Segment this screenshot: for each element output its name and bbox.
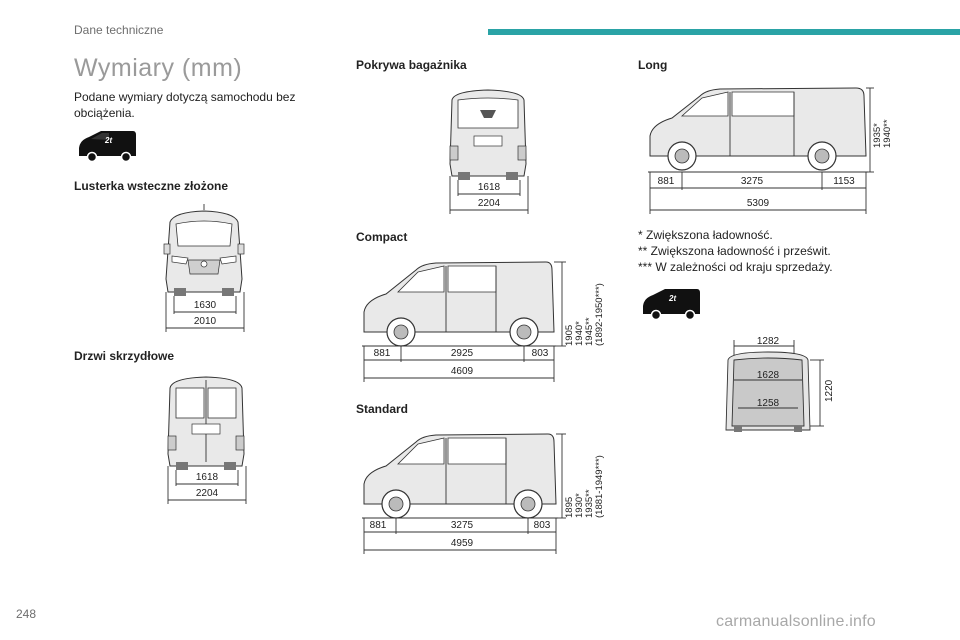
mirrors-width-upper: 1630 xyxy=(194,300,217,311)
compact-total-length: 4609 xyxy=(451,366,474,377)
page-title: Wymiary (mm) xyxy=(74,54,243,82)
long-front-overhang: 881 xyxy=(658,176,675,187)
cargo-middle-width: 1628 xyxy=(757,370,780,381)
compact-height-2: 1940* xyxy=(574,321,585,346)
rear-tailgate-diagram: 1618 2204 xyxy=(449,89,529,214)
compact-height-4: (1892-1950***) xyxy=(594,283,605,346)
footnote-3: *** W zależności od kraju sprzedaży. xyxy=(638,260,833,274)
rear-doors-diagram: 1618 2204 xyxy=(167,376,247,504)
front-view-diagram: 1630 2010 xyxy=(163,204,245,332)
cargo-opening-diagram: 1282 1628 1258 1220 xyxy=(725,336,835,432)
caption-mirrors: Lusterka wsteczne złożone xyxy=(74,179,229,193)
long-wheelbase: 3275 xyxy=(741,176,764,187)
doors-width-upper: 1618 xyxy=(196,472,219,483)
badge-label: 2t xyxy=(668,294,676,303)
badge-label: 2t xyxy=(104,136,112,145)
standard-total-length: 4959 xyxy=(451,538,474,549)
standard-height-2: 1930* xyxy=(574,493,585,518)
footnotes: * Zwiększona ładowność. ** Zwiększona ła… xyxy=(638,227,833,275)
standard-height-4: (1881-1949***) xyxy=(594,455,605,518)
van-2t-icon: 2t xyxy=(643,289,700,321)
compact-height-1: 1905 xyxy=(564,325,575,346)
long-total-length: 5309 xyxy=(747,198,770,209)
side-view-compact: 881 2925 803 4609 1905 1940* 1945** (189… xyxy=(362,261,605,382)
caption-tailgate: Pokrywa bagażnika xyxy=(356,58,467,72)
compact-wheelbase: 2925 xyxy=(451,348,474,359)
footnote-1: * Zwiększona ładowność. xyxy=(638,228,773,242)
standard-wheelbase: 3275 xyxy=(451,520,474,531)
mirrors-width-lower: 2010 xyxy=(194,316,217,327)
doors-width-lower: 2204 xyxy=(196,488,219,499)
caption-standard: Standard xyxy=(356,402,409,416)
caption-long: Long xyxy=(638,58,668,72)
cargo-top-width: 1282 xyxy=(757,336,780,347)
standard-front-overhang: 881 xyxy=(370,520,387,531)
caption-compact: Compact xyxy=(356,230,408,244)
watermark: carmanualsonline.info xyxy=(716,613,876,630)
side-view-standard: 881 3275 803 4959 1895 1930* 1935** (188… xyxy=(362,433,605,554)
compact-front-overhang: 881 xyxy=(374,348,391,359)
tailgate-width-lower: 2204 xyxy=(478,198,501,209)
standard-height-3: 1935** xyxy=(584,489,595,518)
caption-doors: Drzwi skrzydłowe xyxy=(74,349,175,363)
standard-height-1: 1895 xyxy=(564,497,575,518)
intro-text: Podane wymiary dotyczą samochodu bez obc… xyxy=(74,90,296,120)
compact-height-3: 1945** xyxy=(584,317,595,346)
standard-rear-overhang: 803 xyxy=(534,520,551,531)
page-number: 248 xyxy=(16,607,37,621)
section-header: Dane techniczne xyxy=(74,23,164,37)
long-rear-overhang: 1153 xyxy=(833,176,855,187)
footnote-2: ** Zwiększona ładowność i prześwit. xyxy=(638,244,831,258)
long-height-2: 1940** xyxy=(882,119,893,148)
long-height-1: 1935* xyxy=(872,123,883,148)
side-view-long: 881 3275 1153 5309 1935* 1940** xyxy=(648,87,893,214)
tailgate-width-upper: 1618 xyxy=(478,182,501,193)
compact-rear-overhang: 803 xyxy=(532,348,549,359)
van-2t-icon: 2t xyxy=(79,131,136,163)
header-accent-bar xyxy=(488,29,960,35)
cargo-height: 1220 xyxy=(824,379,835,402)
cargo-bottom-width: 1258 xyxy=(757,398,780,409)
